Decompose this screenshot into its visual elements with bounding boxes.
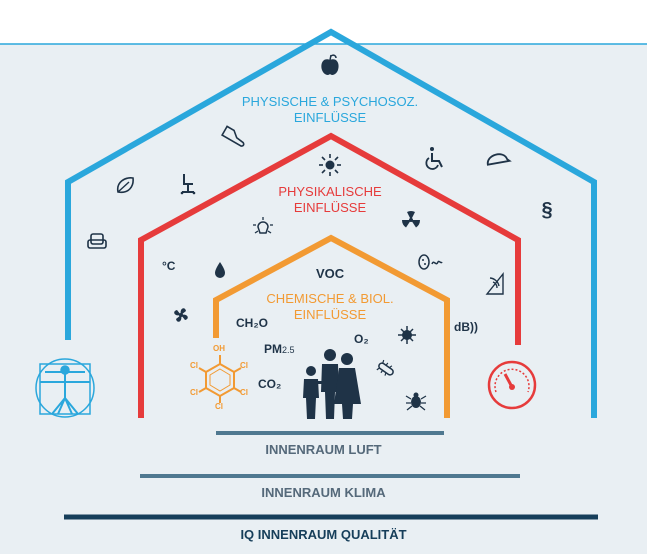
celsius-icon: °C bbox=[162, 259, 176, 273]
pm-text: PM bbox=[264, 342, 282, 356]
family-icon bbox=[303, 349, 361, 419]
leaf-icon bbox=[116, 177, 134, 194]
virus-icon bbox=[398, 326, 416, 344]
water-drop-icon bbox=[215, 262, 225, 278]
sun-icon bbox=[319, 154, 341, 176]
wheelchair-icon bbox=[425, 147, 443, 170]
ch2o-label: CH₂O bbox=[236, 316, 268, 330]
co2-label: CO₂ bbox=[258, 377, 282, 391]
zone-label-physical: PHYSIKALISCHE EINFLÜSSE bbox=[230, 184, 430, 216]
apple-icon bbox=[321, 54, 339, 75]
cl-label: Cl bbox=[215, 402, 223, 411]
vitruvian-man-icon bbox=[35, 358, 95, 418]
cl-label: Cl bbox=[190, 361, 198, 370]
cl-label: Cl bbox=[240, 361, 248, 370]
shoe-icon bbox=[221, 125, 245, 147]
pm-subscript: 2.5 bbox=[282, 345, 295, 355]
inner-house-outline bbox=[213, 234, 450, 418]
zone-label-line1: CHEMISCHE & BIOL. bbox=[266, 291, 394, 306]
zone-label-physical-psychosocial: PHYSISCHE & PSYCHOSOZ. EINFLÜSSE bbox=[210, 94, 450, 126]
o2-label: O₂ bbox=[354, 332, 369, 346]
paragraph-icon: § bbox=[541, 199, 552, 221]
benzene-molecule-icon bbox=[198, 355, 242, 403]
oh-label: OH bbox=[213, 344, 225, 353]
bacteria-icon bbox=[376, 359, 394, 376]
decibel-icon: dB)) bbox=[454, 320, 478, 334]
middle-house-outline bbox=[138, 132, 521, 418]
gauge-icon bbox=[487, 360, 537, 410]
pm-label: PM2.5 bbox=[264, 342, 295, 356]
outer-house-outline bbox=[65, 28, 597, 418]
office-chair-icon bbox=[180, 174, 196, 195]
lamp-icon bbox=[253, 217, 273, 234]
zone-label-line2: EINFLÜSSE bbox=[293, 110, 367, 125]
voc-label: VOC bbox=[316, 266, 345, 281]
signal-icon bbox=[485, 272, 504, 295]
cl-label: Cl bbox=[240, 388, 248, 397]
bar-label-innenraum-klima: INNENRAUM KLIMA bbox=[261, 485, 386, 500]
cl-label: Cl bbox=[190, 388, 198, 397]
zone-label-line1: PHYSIKALISCHE bbox=[278, 184, 382, 199]
helmet-icon bbox=[486, 153, 512, 166]
zone-label-line2: EINFLÜSSE bbox=[293, 307, 367, 322]
zone-label-line1: PHYSISCHE & PSYCHOSOZ. bbox=[241, 94, 419, 109]
armchair-icon bbox=[87, 233, 107, 249]
radiation-icon bbox=[402, 211, 420, 228]
fan-icon bbox=[174, 308, 188, 322]
bar-label-innenraum-luft: INNENRAUM LUFT bbox=[265, 442, 382, 457]
mite-icon bbox=[405, 392, 427, 411]
zone-label-chemical-biological: CHEMISCHE & BIOL. EINFLÜSSE bbox=[230, 291, 430, 323]
bar-label-iq-innenraum-qualitaet: IQ INNENRAUM QUALITÄT bbox=[240, 527, 407, 542]
zone-label-line2: EINFLÜSSE bbox=[293, 200, 367, 215]
mold-icon bbox=[418, 254, 443, 270]
